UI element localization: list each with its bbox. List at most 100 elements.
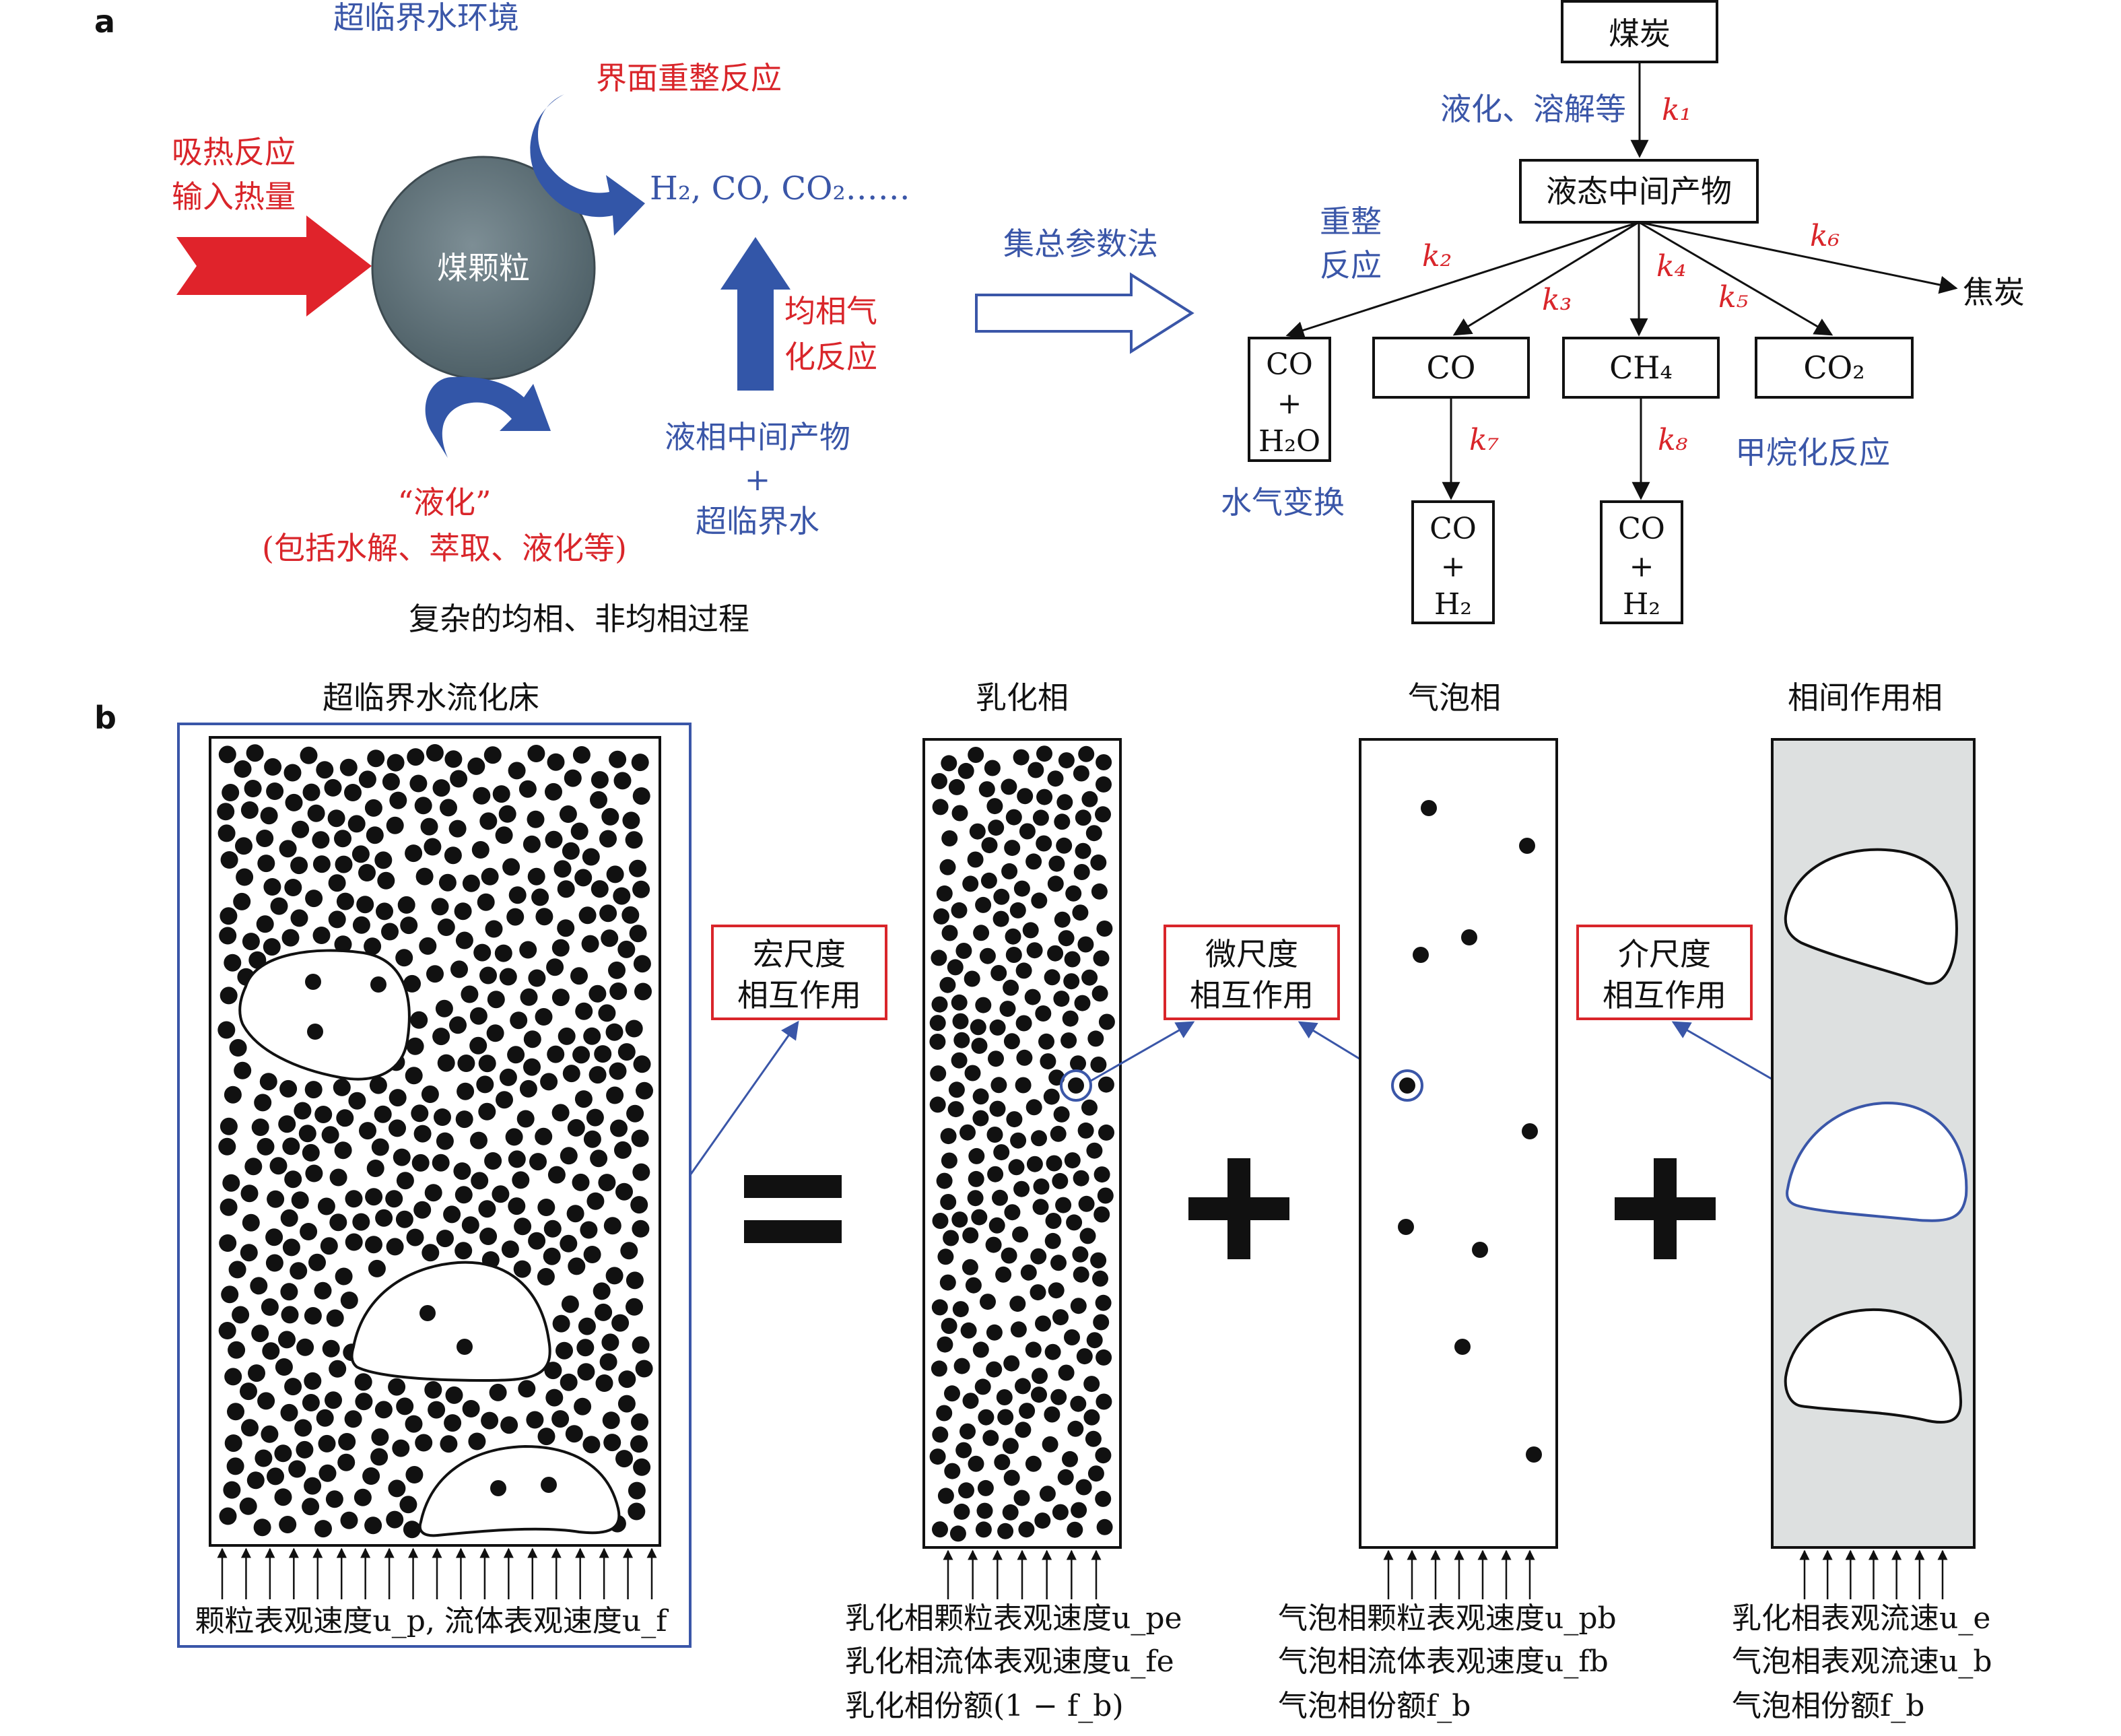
- particle: [1090, 1057, 1107, 1073]
- particle: [951, 805, 968, 822]
- particle: [1003, 1469, 1020, 1486]
- process-caption: 复杂的均相、非均相过程: [409, 601, 749, 637]
- particle: [222, 784, 240, 801]
- particle: [304, 1081, 323, 1099]
- particle: [399, 1496, 417, 1514]
- particle: [570, 822, 588, 840]
- particle: [603, 1434, 621, 1452]
- scw-label: 超临界水: [696, 503, 819, 539]
- particle: [284, 1378, 302, 1396]
- plus-label: +: [745, 461, 771, 498]
- particle: [329, 1213, 347, 1232]
- particle: [630, 1196, 648, 1214]
- particle: [1010, 1132, 1027, 1149]
- particle: [537, 1428, 556, 1446]
- particle: [1053, 991, 1070, 1007]
- particle: [462, 1400, 480, 1417]
- particle: [527, 745, 545, 762]
- particle: [508, 762, 526, 780]
- particle: [454, 902, 472, 921]
- particle: [1005, 928, 1021, 945]
- particle: [941, 1152, 957, 1169]
- particle: [260, 807, 278, 825]
- co2-box: [1755, 337, 1914, 399]
- particle: [948, 1081, 965, 1098]
- particle: [617, 1395, 636, 1413]
- particle: [995, 1266, 1012, 1283]
- k5-label: k₅: [1718, 280, 1749, 314]
- particle: [985, 1236, 1002, 1253]
- particle: [421, 1086, 439, 1103]
- particle: [437, 919, 455, 936]
- particle: [455, 1110, 473, 1129]
- particle: [565, 1425, 583, 1443]
- lumping-arrow: [975, 272, 1194, 354]
- interphase-caption-2: 气泡相表观流速u_b: [1732, 1644, 1992, 1679]
- highlighted-particle: [1068, 1077, 1084, 1094]
- particle: [220, 907, 238, 925]
- particle: [986, 798, 1003, 815]
- particle: [601, 929, 619, 947]
- meso-interaction-box: [1576, 925, 1753, 1020]
- particle: [224, 954, 242, 972]
- particle: [543, 1247, 561, 1265]
- particle: [580, 1221, 598, 1239]
- particle: [969, 823, 986, 840]
- particle: [495, 826, 513, 844]
- particle: [943, 1230, 960, 1246]
- particle: [318, 1434, 336, 1453]
- particle: [583, 1246, 601, 1263]
- particle: [582, 1436, 601, 1454]
- particle: [1056, 837, 1073, 854]
- particle: [348, 1092, 366, 1110]
- particle: [489, 1383, 507, 1401]
- liquefaction-dissolution-label: 液化、溶解等: [1440, 91, 1626, 127]
- particle: [1060, 1032, 1077, 1049]
- particle: [1421, 800, 1437, 816]
- particle: [257, 1137, 275, 1156]
- particle: [389, 791, 407, 809]
- particle: [219, 927, 237, 945]
- particle: [1090, 1252, 1107, 1269]
- particle: [972, 1341, 989, 1358]
- co-h2-box-1: [1411, 500, 1495, 624]
- particle: [989, 1100, 1006, 1117]
- particle: [508, 886, 527, 904]
- particle: [588, 1066, 607, 1084]
- particle: [545, 830, 563, 848]
- particle: [979, 947, 996, 964]
- particle: [957, 762, 974, 779]
- particle: [996, 1389, 1013, 1405]
- particle: [338, 1433, 356, 1450]
- particle: [531, 888, 549, 906]
- particle: [307, 804, 325, 822]
- particle: [411, 1154, 430, 1172]
- particle: [344, 1410, 362, 1428]
- particle: [545, 1389, 564, 1407]
- particle: [244, 1158, 263, 1176]
- particle: [980, 872, 997, 889]
- particle: [1016, 1049, 1033, 1066]
- particle: [267, 1467, 284, 1485]
- bed-title: 超临界水流化床: [323, 679, 539, 716]
- particle: [469, 1036, 487, 1055]
- particle: [284, 879, 302, 896]
- particle: [454, 1186, 473, 1204]
- co-h2-box-2: [1600, 500, 1683, 624]
- particle: [388, 1378, 406, 1396]
- equals-sign-top: [744, 1175, 842, 1198]
- particle: [462, 874, 480, 892]
- particle: [221, 1286, 239, 1304]
- particle: [1096, 1393, 1112, 1410]
- particle: [988, 1217, 1005, 1234]
- particle: [414, 797, 432, 815]
- particle: [975, 1521, 992, 1538]
- particle: [1070, 1055, 1086, 1072]
- particle: [578, 1317, 596, 1335]
- particle: [932, 1426, 949, 1443]
- particle: [620, 1242, 638, 1260]
- particle: [1022, 922, 1039, 939]
- particle: [583, 1130, 601, 1148]
- homogeneous-label-2: 化反应: [784, 339, 877, 375]
- particle: [413, 1201, 432, 1219]
